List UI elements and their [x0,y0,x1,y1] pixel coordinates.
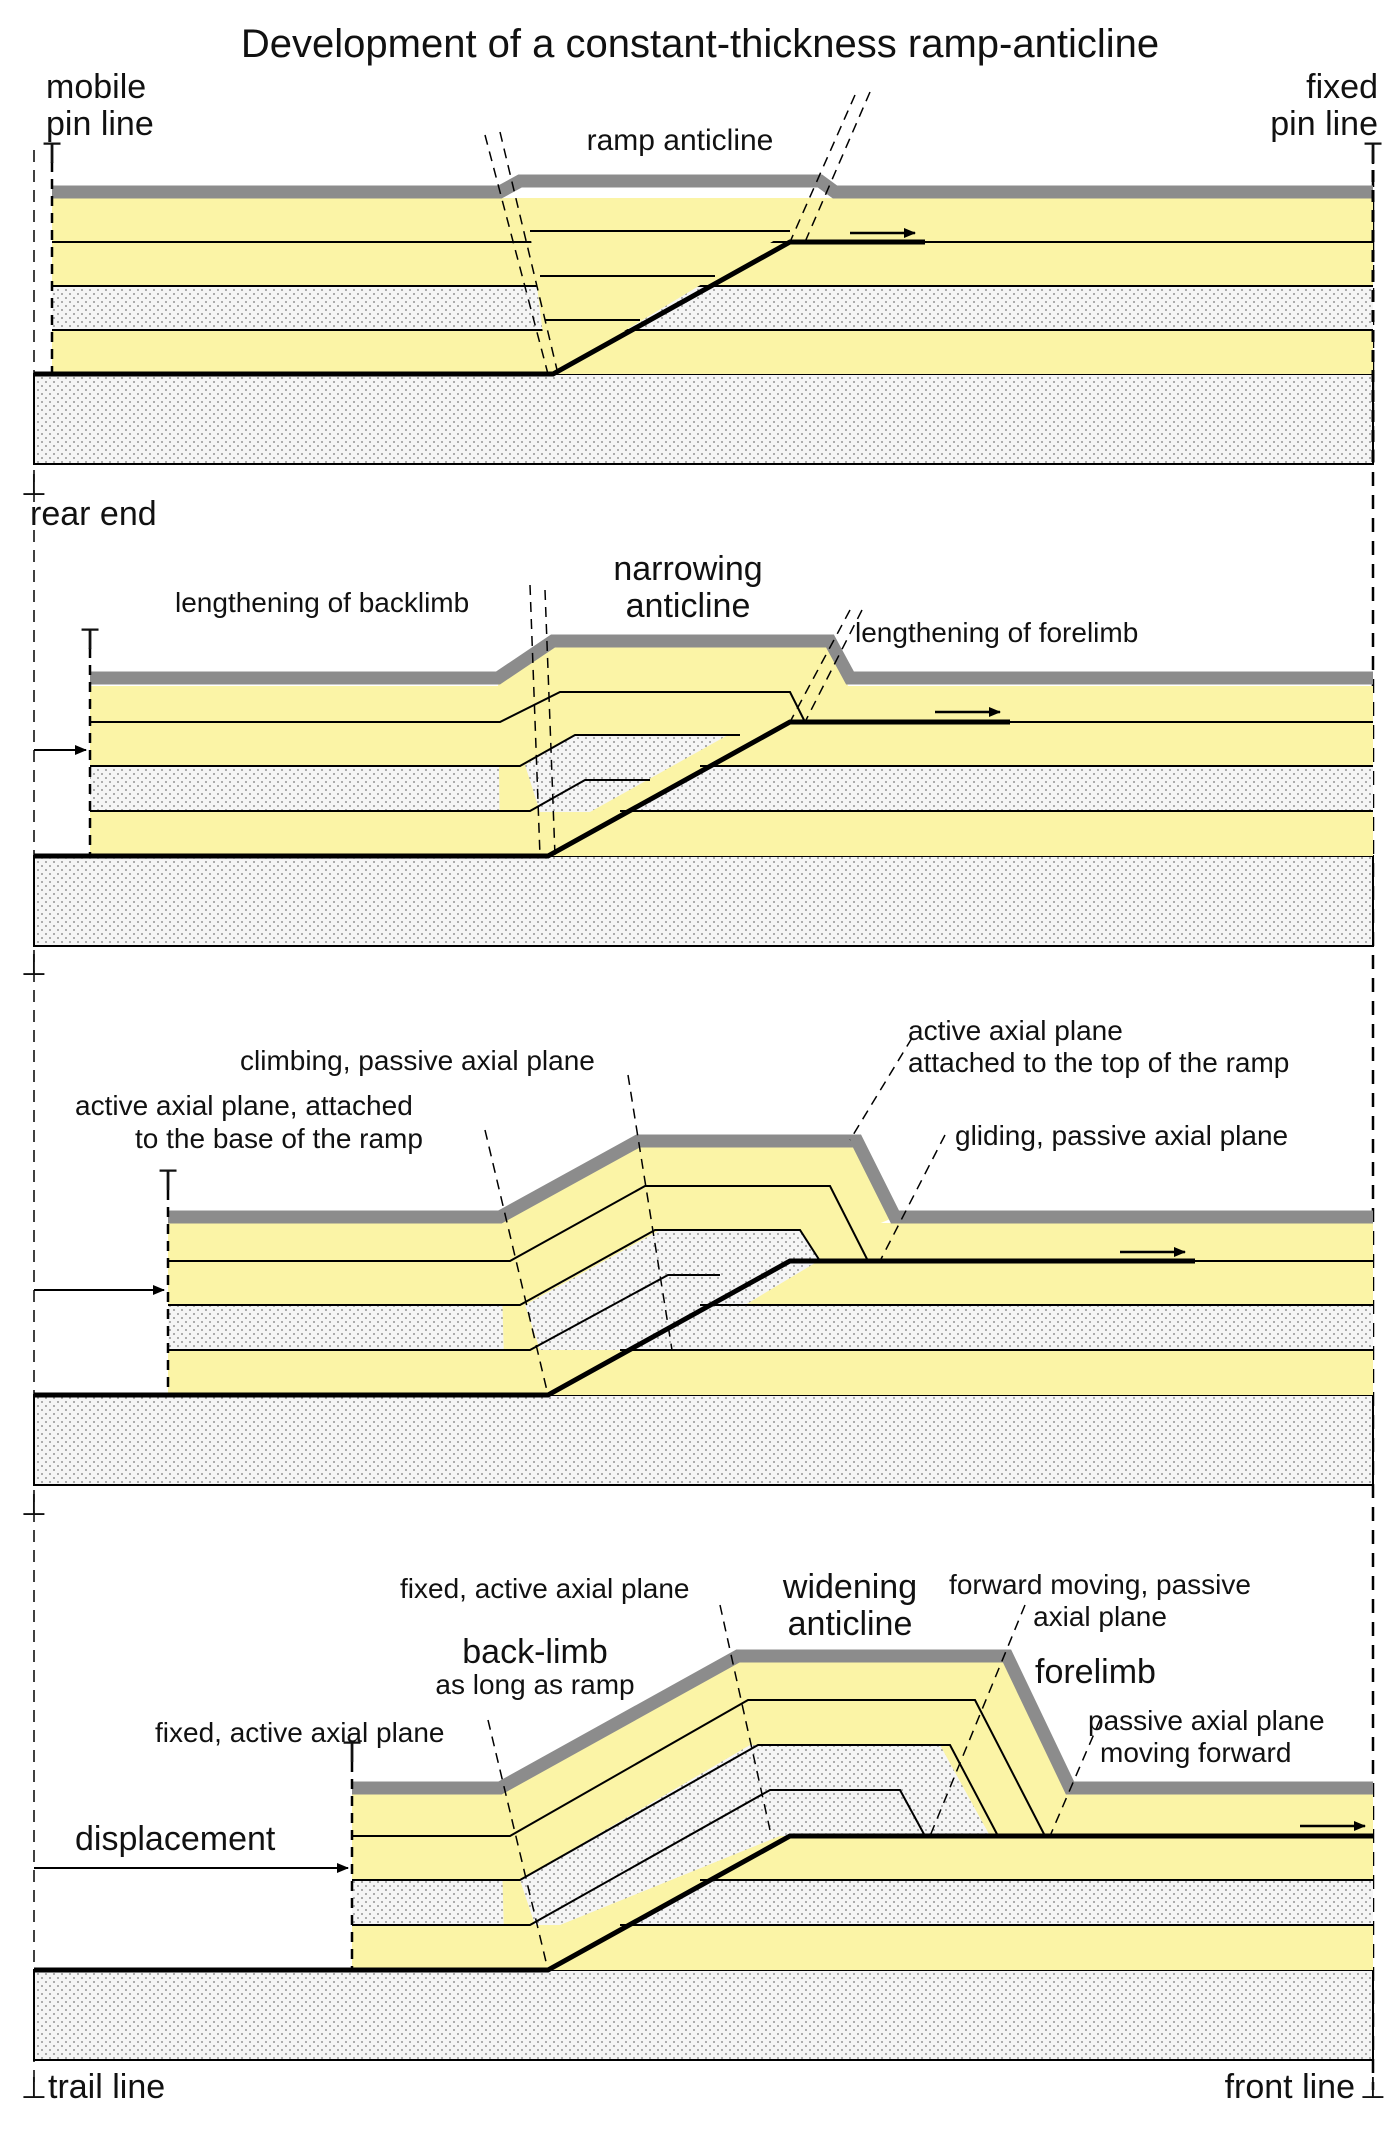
axial-plane-dashed [804,91,871,243]
label-rear-end: rear end [30,495,157,533]
label-narrowing-anticline: anticline [626,587,751,625]
top-gray-layer [90,634,1373,685]
label-front-line: front line [1225,2068,1355,2106]
top-gray-layer [352,1649,1373,1795]
pin-marker: T [1364,137,1382,170]
label-active-base-1: active axial plane, attached [75,1090,413,1121]
axial-plane-dashed [804,609,863,723]
layer-3-incompetent [168,1305,1373,1350]
label-pin-line-right: pin line [1270,105,1378,143]
basement-layer [33,855,1374,947]
label-forelimb: forelimb [1035,1653,1156,1691]
bed-boundary [352,1789,926,1926]
label-passive-forward-2: moving forward [1100,1737,1291,1768]
basement-layer [33,373,1374,465]
thrust-fault [34,239,925,377]
label-fixed-active-top: fixed, active axial plane [400,1573,690,1604]
label-ramp-anticline: ramp anticline [587,124,774,157]
axial-plane-dashed [789,609,851,723]
axial-plane-dashed [789,94,856,243]
label-backlimb-ramp: as long as ramp [435,1669,634,1700]
label-fixed-active-low: fixed, active axial plane [155,1717,445,1748]
label-active-base-2: to the base of the ramp [135,1123,423,1154]
thrust-fault [34,719,1010,859]
anticline-dotted-layer [525,735,728,812]
axial-plane-dashed [879,1134,946,1262]
bed-boundary [168,1274,720,1351]
thrust-fault [34,1833,1373,1973]
label-passive-forward-1: passive axial plane [1088,1705,1325,1736]
bed-boundary [168,1229,821,1306]
diagram-title: Development of a constant-thickness ramp… [241,22,1159,66]
bed-boundary [352,1699,1046,1837]
label-pin-line-left: pin line [46,105,154,143]
label-mobile: mobile [46,68,146,106]
pin-marker: T [343,1736,361,1769]
top-gray-layer [52,174,1373,199]
layer-3-incompetent [90,766,1373,811]
bed-boundary [90,734,740,767]
pin-marker: T [159,1164,177,1197]
stage-4-section: T fixed, active axial plane widening ant… [33,1568,1374,2061]
label-active-top-2: attached to the top of the ramp [908,1047,1289,1078]
label-forward-moving-1: forward moving, passive [949,1569,1251,1600]
label-trail-line: trail line [48,2068,165,2106]
label-widening-anticline: anticline [788,1605,913,1643]
stage-3-section: T ⊥ climbing, passive axial plane active… [21,1015,1374,1522]
axial-plane-dashed [627,1074,673,1351]
label-narrowing: narrowing [613,550,762,588]
label-backlimb: back-limb [462,1633,607,1671]
axial-plane-dashed [929,1604,1026,1837]
basement-layer [33,1394,1374,1486]
rear-end-marker: ⊥ [21,1489,47,1522]
axial-plane-dashed [487,1719,549,1971]
label-gliding-passive: gliding, passive axial plane [955,1120,1288,1151]
pin-marker: T [81,623,99,656]
bed-boundary [90,779,650,812]
rear-end-marker: ⊥ [21,949,47,982]
axial-plane-dashed [1049,1719,1101,1837]
axial-plane-dashed [484,1129,549,1396]
pin-marker: T [43,137,61,170]
layer-4-competent [168,1350,1373,1395]
bed-boundary [352,1744,999,1881]
axial-plane-dashed [529,584,541,857]
layer-4-competent [52,330,1373,374]
label-active-top-1: active axial plane [908,1015,1123,1046]
stage-2-section: T ⊥ lengthening of backlimb narrowing an… [21,550,1374,982]
axial-plane-dashed [484,134,549,375]
stage-1-section: T T mobile pin line fixed pin line ramp … [21,68,1382,533]
label-lengthening-backlimb: lengthening of backlimb [175,587,469,618]
label-displacement: displacement [75,1820,276,1858]
axial-plane-dashed [719,1604,771,1831]
label-lengthening-forelimb: lengthening of forelimb [855,617,1138,648]
label-widening: widening [782,1568,917,1606]
label-forward-moving-2: axial plane [1033,1601,1167,1632]
front-line-marker: ⊥ [1360,2072,1386,2105]
label-climbing-passive: climbing, passive axial plane [240,1045,595,1076]
anticline-dotted-layer [525,1230,820,1350]
trail-line-marker: ⊥ [21,2072,47,2105]
top-gray-layer [168,1134,1373,1224]
label-fixed: fixed [1306,68,1378,106]
basement-layer [33,1969,1374,2061]
hangingwall-ramp-block [530,231,790,374]
rear-end-marker: ⊥ [21,469,47,502]
axial-plane-dashed [544,589,556,857]
layer-4-competent [90,811,1373,856]
axial-plane-dashed [499,131,559,375]
axial-plane-dashed [849,1037,913,1141]
layer-3-incompetent [52,286,1373,330]
